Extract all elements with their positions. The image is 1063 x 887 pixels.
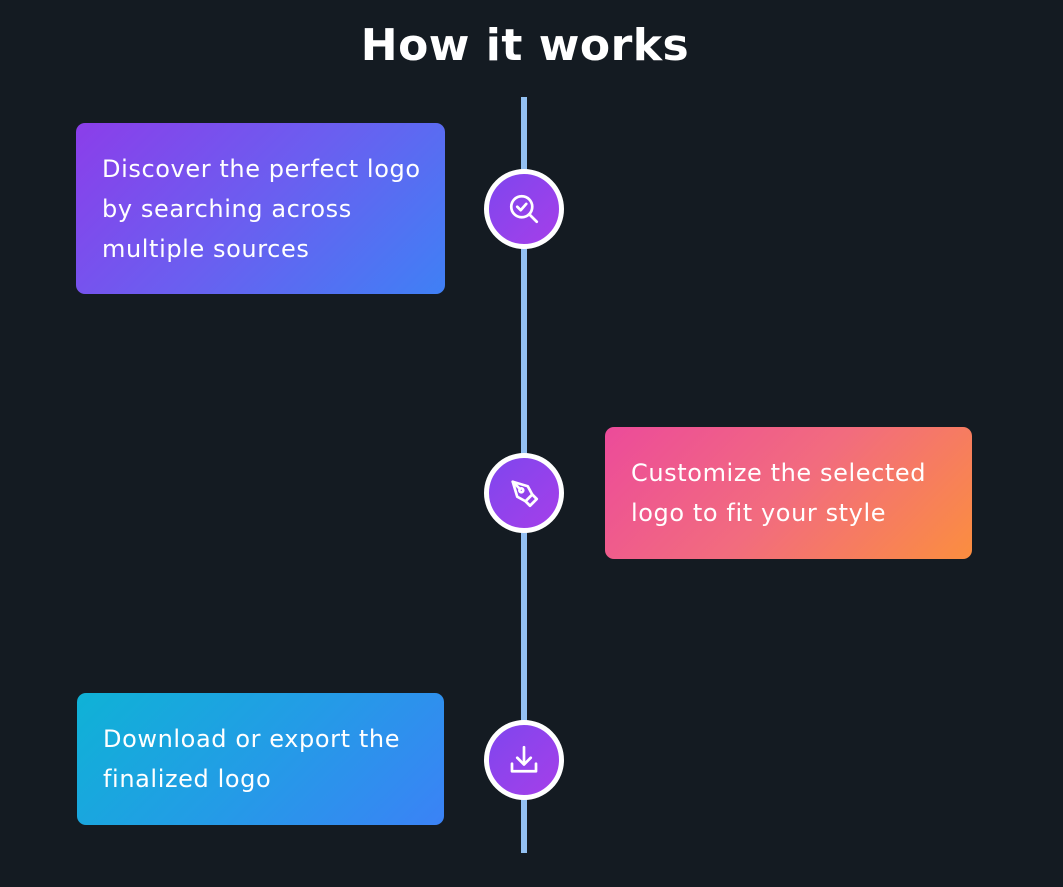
search-check-icon: [509, 194, 539, 224]
step-card-download: Download or export the finalized logo: [77, 693, 444, 825]
step-card-discover: Discover the perfect logo by searching a…: [76, 123, 445, 294]
page-title: How it works: [360, 20, 690, 71]
step-text: Download or export the finalized logo: [103, 725, 401, 793]
step-text: Customize the selected logo to fit your …: [631, 459, 927, 527]
step-node-customize: [484, 453, 564, 533]
pen-tool-icon: [511, 480, 539, 508]
step-node-download: [484, 720, 564, 800]
step-text: Discover the perfect logo by searching a…: [102, 154, 421, 263]
download-icon: [510, 745, 538, 773]
step-card-customize: Customize the selected logo to fit your …: [605, 427, 972, 559]
step-node-discover: [484, 169, 564, 249]
